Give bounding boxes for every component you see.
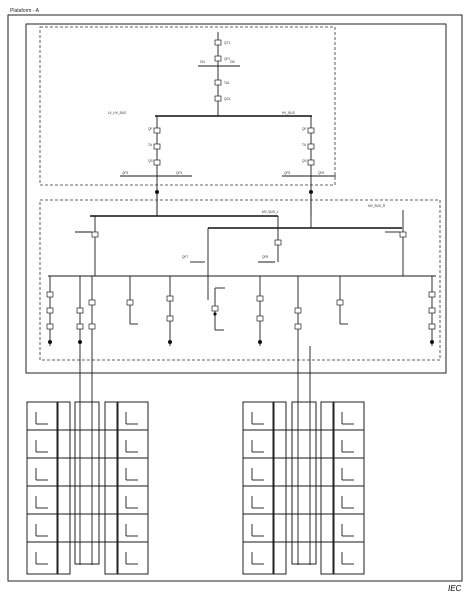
- platform-frame: [25, 23, 447, 374]
- lower-dashed-region: [39, 199, 441, 361]
- svg-text:QS: QS: [148, 159, 153, 163]
- svg-text:QT1: QT1: [224, 41, 230, 45]
- svg-text:QF5: QF5: [284, 171, 290, 175]
- figure-ref-label: Plataform - A: [10, 8, 40, 14]
- svg-text:QF: QF: [148, 127, 152, 131]
- riser-cables: [79, 346, 311, 565]
- lv-feeders: [46, 276, 436, 346]
- top-feeder: QT1 QF1 TA1 QS1 GN GB: [198, 32, 240, 116]
- svg-text:GB: GB: [230, 60, 235, 64]
- svg-text:MV_BUS_L: MV_BUS_L: [262, 210, 279, 214]
- svg-text:QS1: QS1: [224, 97, 231, 101]
- iec-source-mark: IEC: [448, 584, 462, 593]
- svg-text:TA1: TA1: [224, 81, 230, 85]
- svg-text:QF4: QF4: [176, 171, 182, 175]
- svg-text:TA: TA: [302, 143, 307, 147]
- svg-text:QF7: QF7: [182, 255, 188, 259]
- svg-text:QF: QF: [302, 127, 306, 131]
- hv-branch-right: QF TA QS QF5 QF6: [282, 116, 336, 216]
- svg-text:QF8: QF8: [262, 255, 268, 259]
- svg-text:QF1: QF1: [224, 57, 230, 61]
- svg-text:QS: QS: [302, 159, 307, 163]
- svg-text:GN: GN: [200, 60, 205, 64]
- svg-text:HV_BUS: HV_BUS: [282, 111, 295, 115]
- upper-dashed-region: [39, 26, 336, 186]
- svg-text:LV_HV_BUS: LV_HV_BUS: [108, 111, 126, 115]
- svg-text:QF6: QF6: [318, 171, 324, 175]
- hv-branch-left: QF TA QS QF3 QF4: [120, 116, 192, 216]
- switchboard-group-left: [26, 401, 149, 575]
- svg-text:QF3: QF3: [122, 171, 128, 175]
- svg-text:TA: TA: [148, 143, 153, 147]
- outer-frame: [7, 14, 463, 582]
- mv-incomers: QF7 QF8: [75, 210, 407, 300]
- switchboard-group-right: [242, 401, 365, 575]
- svg-text:MV_BUS_R: MV_BUS_R: [368, 204, 386, 208]
